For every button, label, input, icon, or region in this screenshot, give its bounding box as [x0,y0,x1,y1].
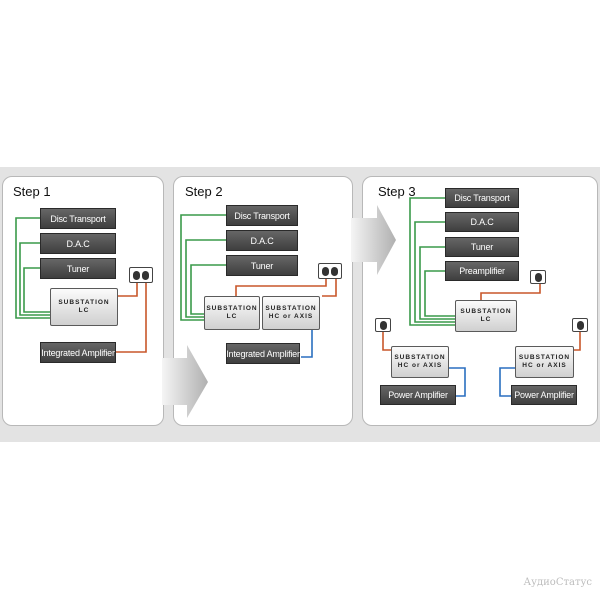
substation-hc-line1: SUBSTATION [394,354,446,361]
step3-substation-hc-right: SUBSTATION HC or AXIS [515,346,574,378]
substation-hc-line1: SUBSTATION [518,354,571,361]
step3-power-outlet-top [530,270,546,284]
step3-disc-transport: Disc Transport [445,188,519,208]
step3-preamplifier: Preamplifier [445,261,519,281]
step3-tuner: Tuner [445,237,519,257]
step1-title: Step 1 [13,184,51,199]
step1-substation-lc: SUBSTATION LC [50,288,118,326]
substation-hc-line2: HC or AXIS [268,313,314,320]
step3-blue-cables [446,367,517,397]
step3-power-outlet-left [375,318,391,332]
step1-integrated-amplifier: Integrated Amplifier [40,342,116,363]
step3-green-cables [409,197,455,326]
arrow-step2-to-step3 [351,205,396,275]
step1-orange-cables [115,282,147,353]
step1-dac: D.A.C [40,233,116,254]
step1-tuner: Tuner [40,258,116,279]
step2-substation-hc: SUBSTATION HC or AXIS [262,296,320,330]
step2-blue-cable [298,327,313,358]
step2-substation-lc: SUBSTATION LC [204,296,260,330]
step2-disc-transport: Disc Transport [226,205,298,226]
step3-dac: D.A.C [445,212,519,232]
substation-hc-line1: SUBSTATION [265,305,317,312]
substation-hc-line2: HC or AXIS [522,362,567,369]
watermark: АудиоСтатус [523,577,592,588]
step2-title: Step 2 [185,184,223,199]
step3-power-amplifier-left: Power Amplifier [380,385,456,405]
step2-green-cables [180,214,226,321]
step2-dac: D.A.C [226,230,298,251]
step3-substation-lc: SUBSTATION LC [455,300,517,332]
substation-lc-line2: LC [226,313,238,320]
step2-power-outlet [318,263,342,279]
step1-green-cables [15,217,50,319]
step3-power-outlet-right [572,318,588,332]
substation-lc-line1: SUBSTATION [206,305,258,312]
step3-orange-cables [382,283,581,351]
step2-tuner: Tuner [226,255,298,276]
arrow-step1-to-step2 [162,345,208,418]
step2-integrated-amplifier: Integrated Amplifier [226,343,300,364]
step3-substation-hc-left: SUBSTATION HC or AXIS [391,346,449,378]
substation-lc-line1: SUBSTATION [460,308,512,315]
step1-disc-transport: Disc Transport [40,208,116,229]
step3-power-amplifier-right: Power Amplifier [511,385,577,405]
substation-lc-line2: LC [480,316,492,323]
step1-power-outlet [129,267,153,283]
substation-hc-line2: HC or AXIS [397,362,443,369]
step2-orange-cables [235,278,337,300]
step3-title: Step 3 [378,184,416,199]
substation-lc-line2: LC [78,307,90,314]
substation-lc-line1: SUBSTATION [58,299,110,306]
